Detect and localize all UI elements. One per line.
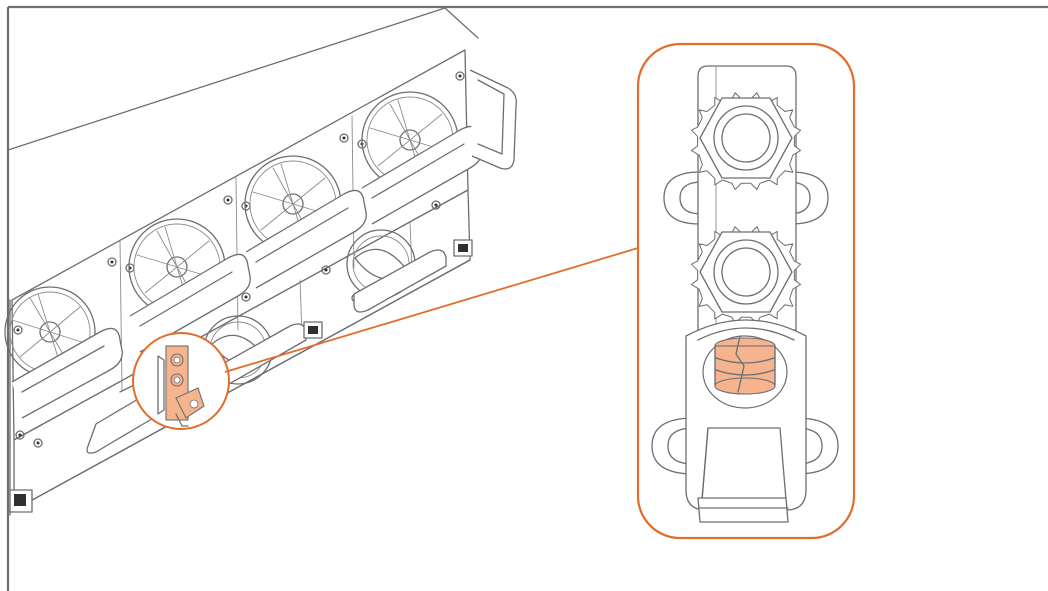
- page-frame: [6, 5, 1048, 591]
- grounding-lug-icon: [157, 345, 205, 427]
- mounting-tab: [651, 171, 839, 475]
- callout-leader-line: [224, 247, 639, 373]
- grounding-lug-icon: [651, 65, 839, 523]
- callout-zoom-panel: [636, 42, 856, 540]
- hex-nut-icon: [690, 226, 802, 324]
- chassis-rear-illustration: [4, 7, 517, 516]
- callout-circle-small: [132, 332, 230, 430]
- copper-conductor-icon: [702, 335, 788, 409]
- hex-nut-icon: [690, 92, 802, 190]
- handle-icon: [11, 69, 517, 419]
